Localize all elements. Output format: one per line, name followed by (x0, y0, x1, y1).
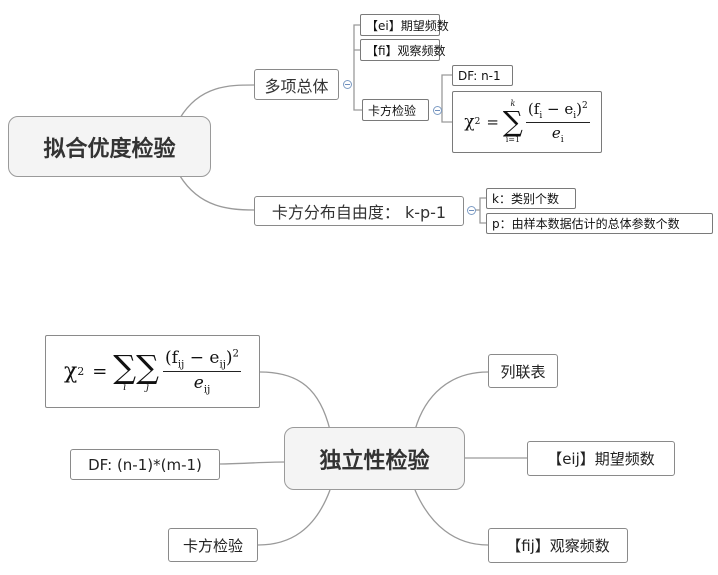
node-chi-test-bottom[interactable]: 卡方检验 (168, 528, 258, 562)
sum-lower: i=1 (505, 135, 521, 144)
node-eij-label: 【eij】期望频数 (547, 450, 655, 468)
summation-symbol-j: ∑ j (136, 347, 159, 393)
fraction-denominator: eij (193, 373, 211, 396)
node-p-label: p：由样本数据估计的总体参数个数 (492, 217, 680, 231)
node-chi-test[interactable]: 卡方检验 (362, 99, 429, 121)
formula-equals: = (92, 361, 108, 382)
node-df-bottom[interactable]: DF: (n-1)*(m-1) (70, 449, 220, 480)
node-contingency-table-label: 列联表 (500, 362, 546, 381)
sum-upper: k (510, 99, 516, 108)
formula-chi-symbol: χ (464, 112, 475, 132)
link-root-contingency (414, 371, 489, 431)
summation-symbol: k ∑ i=1 (502, 99, 523, 144)
formula-chi-symbol: χ (63, 359, 78, 384)
node-df-top[interactable]: DF: n-1 (452, 65, 513, 86)
node-ei[interactable]: 【ei】期望频数 (360, 14, 449, 36)
sum-index-j: j (146, 381, 150, 393)
node-fij[interactable]: 【fij】观察频数 (488, 528, 628, 563)
node-k[interactable]: k：类别个数 (486, 188, 576, 209)
link-root-formula (259, 371, 331, 431)
node-ei-label: 【ei】期望频数 (366, 18, 449, 33)
node-chi-test-bottom-label: 卡方检验 (182, 536, 243, 555)
node-k-label: k：类别个数 (492, 192, 559, 206)
sum-index-i: i (123, 381, 127, 393)
node-df-formula-label: 卡方分布自由度： k-p-1 (271, 203, 447, 222)
fraction: (fi − ei)2 ei (525, 99, 590, 145)
link-root-df (179, 175, 255, 211)
node-p[interactable]: p：由样本数据估计的总体参数个数 (486, 213, 713, 234)
node-chi-test-label: 卡方检验 (368, 103, 417, 118)
collapse-toggle-icon[interactable] (433, 106, 442, 115)
collapse-toggle-icon[interactable] (343, 80, 352, 89)
formula-exponent: 2 (77, 365, 85, 378)
node-df-bottom-label: DF: (n-1)*(m-1) (88, 455, 202, 474)
node-df-formula[interactable]: 卡方分布自由度： k-p-1 (254, 196, 464, 226)
node-eij[interactable]: 【eij】期望频数 (527, 441, 675, 476)
node-multinomial-label: 多项总体 (264, 76, 329, 96)
fraction: (fij − eij)2 eij (162, 347, 242, 396)
fraction-numerator: (fij − eij)2 (162, 347, 242, 372)
link-root-multinomial (179, 84, 255, 119)
fraction-numerator: (fi − ei)2 (525, 99, 590, 123)
link-chitest-children (441, 74, 452, 123)
formula-exponent: 2 (474, 117, 481, 127)
formula-equals: = (486, 113, 499, 131)
link-df-children (475, 197, 486, 224)
node-contingency-table[interactable]: 列联表 (488, 354, 558, 388)
link-root-df2 (219, 461, 286, 465)
node-multinomial[interactable]: 多项总体 (254, 69, 339, 100)
summation-symbol-i: ∑ i (113, 347, 137, 393)
node-fij-label: 【fij】观察频数 (506, 537, 610, 555)
node-df-top-label: DF: n-1 (458, 68, 501, 83)
link-root-fij (414, 489, 489, 546)
link-multinomial-children (353, 24, 362, 111)
root-independence-test-label: 独立性检验 (319, 448, 430, 474)
node-fi-label: 【fi】观察频数 (366, 43, 446, 58)
node-fi[interactable]: 【fi】观察频数 (360, 39, 446, 61)
fraction-denominator: ei (551, 123, 564, 145)
link-root-chitest (257, 489, 331, 546)
root-goodness-of-fit[interactable]: 拟合优度检验 (8, 116, 211, 177)
root-goodness-of-fit-label: 拟合优度检验 (43, 136, 176, 162)
root-independence-test[interactable]: 独立性检验 (284, 427, 465, 490)
collapse-toggle-icon[interactable] (467, 206, 476, 215)
